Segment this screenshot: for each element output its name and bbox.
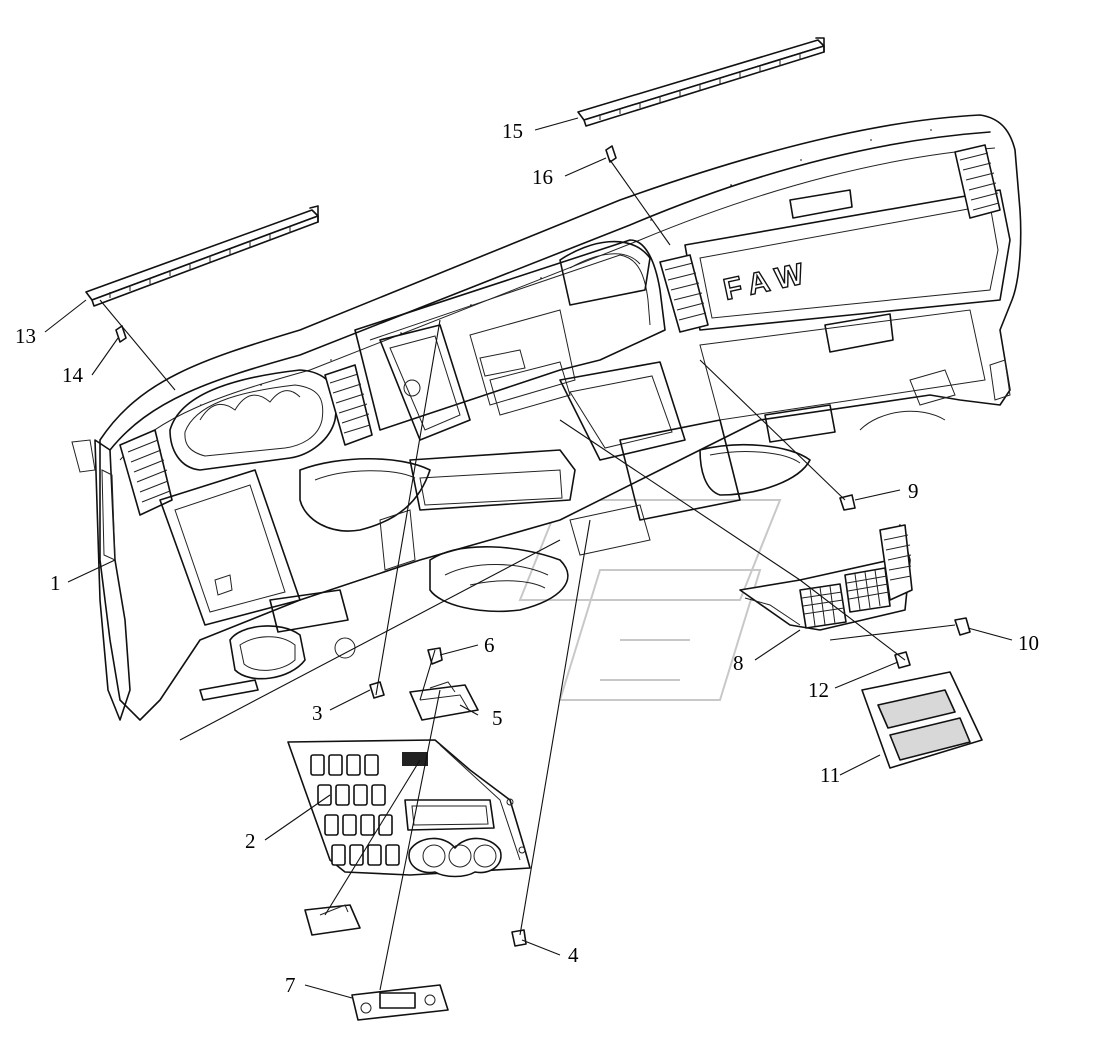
part-8-vent-assembly bbox=[739, 524, 913, 631]
leader-lines bbox=[44, 117, 1013, 999]
label-11: 11 bbox=[820, 763, 840, 787]
part-16-clip bbox=[605, 145, 617, 163]
label-12: 12 bbox=[808, 678, 829, 702]
label-9: 9 bbox=[908, 479, 919, 503]
part-2-switch-panel bbox=[287, 739, 531, 878]
label-1: 1 bbox=[50, 571, 61, 595]
label-7: 7 bbox=[285, 973, 296, 997]
part-14-clip bbox=[115, 325, 127, 343]
label-2: 2 bbox=[245, 829, 256, 853]
part-11-cup-holder bbox=[861, 671, 983, 769]
label-13: 13 bbox=[15, 324, 36, 348]
label-14: 14 bbox=[62, 363, 84, 387]
part-labels: 1 2 3 4 5 6 7 8 9 10 11 12 13 14 15 16 bbox=[15, 119, 1039, 997]
label-3: 3 bbox=[312, 701, 323, 725]
label-5: 5 bbox=[492, 706, 503, 730]
label-10: 10 bbox=[1018, 631, 1039, 655]
part-15-trim-strip bbox=[577, 37, 825, 127]
part-7-radio bbox=[351, 984, 449, 1021]
part-12-clip bbox=[894, 651, 911, 669]
part-10-pushpin bbox=[954, 617, 971, 636]
label-6: 6 bbox=[484, 633, 495, 657]
cover-plate bbox=[304, 904, 361, 936]
label-15: 15 bbox=[502, 119, 523, 143]
part-5-bracket bbox=[409, 681, 479, 721]
part-4-screw bbox=[511, 929, 527, 947]
label-8: 8 bbox=[733, 651, 744, 675]
label-16: 16 bbox=[532, 165, 553, 189]
dashboard-main-body: FAW bbox=[71, 114, 1022, 721]
label-4: 4 bbox=[568, 943, 579, 967]
part-13-trim-strip bbox=[85, 205, 319, 307]
